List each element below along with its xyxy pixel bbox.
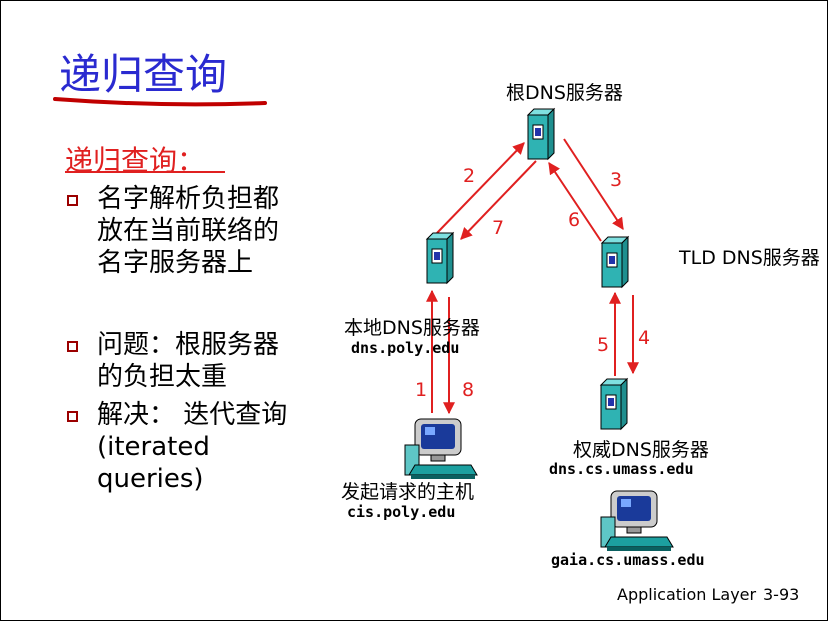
bullet-marker (67, 195, 78, 206)
bullet-line: 名字解析负担都 (97, 184, 280, 214)
footer-title: Application Layer (617, 585, 757, 604)
requester-host: cis.poly.edu (347, 503, 456, 521)
server-tower-icon (527, 108, 555, 160)
server-tower-icon (426, 232, 454, 284)
target-host: gaia.cs.umass.edu (551, 551, 705, 569)
bullet-marker (67, 341, 78, 352)
auth-dns-label: 权威DNS服务器 (573, 439, 709, 461)
page-number: 3-93 (763, 585, 800, 604)
arrow-step-2 (436, 142, 525, 234)
arrow-step-6 (548, 162, 602, 242)
title-underline (53, 97, 267, 107)
local-dns-host: dns.poly.edu (351, 339, 460, 357)
root-dns-label: 根DNS服务器 (506, 82, 623, 104)
bullet-item-1: 名字解析负担都 放在当前联络的 名字服务器上 (97, 183, 279, 279)
bullet-marker (67, 411, 78, 422)
step-number: 3 (610, 169, 623, 191)
server-tower-icon (600, 378, 628, 430)
bullet-item-2: 问题：根服务器 的负担太重 (97, 329, 279, 393)
server-tower-icon (601, 236, 629, 288)
step-number: 8 (462, 379, 475, 401)
bullet-line: 放在当前联络的 (97, 216, 280, 246)
step-number: 7 (492, 217, 505, 239)
bullet-line: (iterated (97, 432, 210, 462)
step-number: 1 (415, 379, 428, 401)
bullet-item-3: 解决： 迭代查询 (iterated queries) (97, 399, 287, 495)
requester-label: 发起请求的主机 (341, 481, 475, 503)
subtitle-underline (65, 171, 225, 173)
step-number: 5 (597, 334, 610, 356)
auth-dns-host: dns.cs.umass.edu (549, 460, 694, 478)
slide-title: 递归查询 (59, 50, 228, 99)
bullet-line: 解决： 迭代查询 (97, 400, 288, 430)
step-number: 4 (638, 327, 651, 349)
arrow-step-7 (460, 160, 537, 240)
local-dns-label: 本地DNS服务器 (344, 317, 480, 339)
bullet-line: 问题：根服务器 (97, 330, 280, 360)
desktop-computer-icon (404, 418, 478, 480)
desktop-computer-icon (600, 490, 674, 552)
step-number: 6 (568, 209, 581, 231)
tld-dns-label: TLD DNS服务器 (679, 247, 820, 269)
step-number: 2 (463, 165, 476, 187)
bullet-line: 的负担太重 (97, 362, 228, 392)
bullet-line: queries) (97, 464, 204, 494)
arrow-step-3 (563, 138, 624, 231)
bullet-line: 名字服务器上 (97, 248, 254, 278)
